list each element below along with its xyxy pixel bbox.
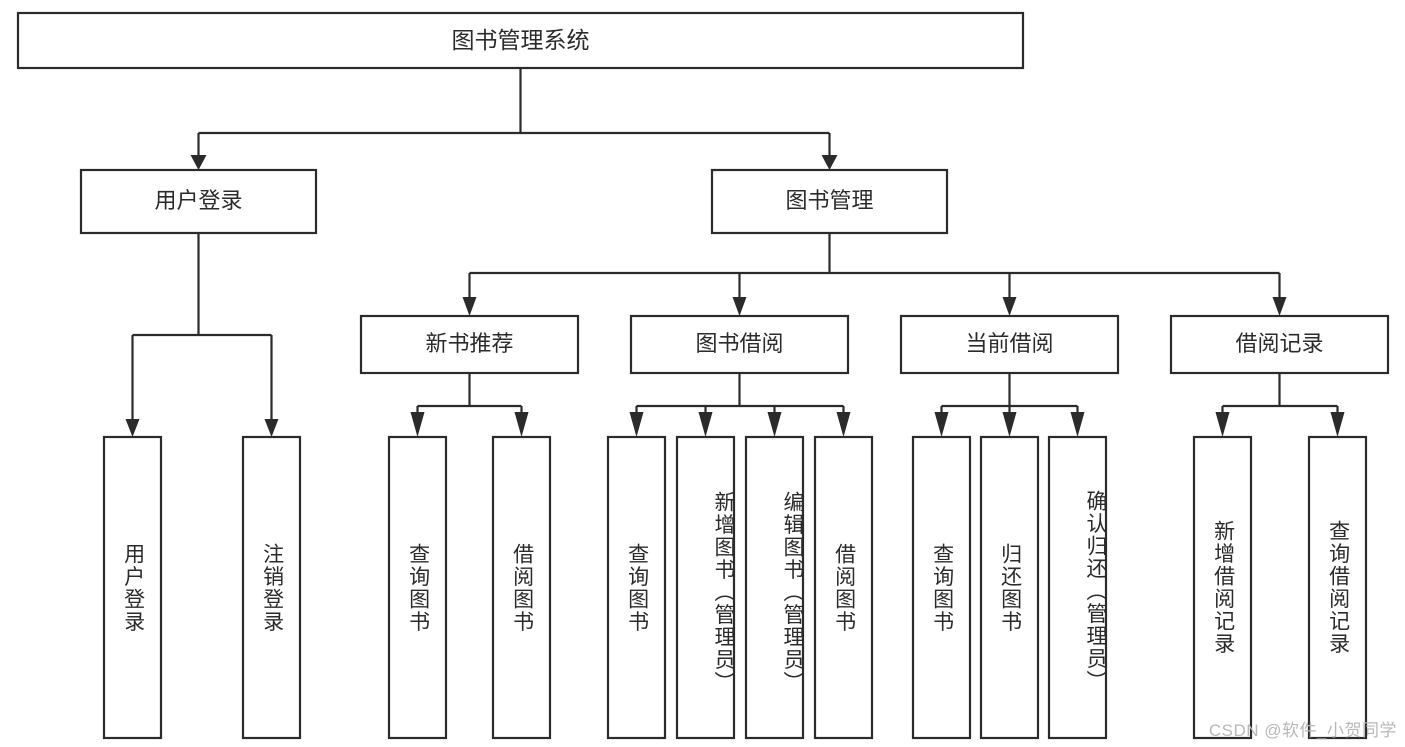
- node-new-book-label: 新书推荐: [425, 331, 513, 356]
- node-book-manage-rect[interactable]: [710, 168, 949, 235]
- arrow-head-leaf-new-book-1: [410, 412, 425, 437]
- arrow-head-leaf-current-borrow-1: [934, 412, 949, 437]
- arrow-head-book-borrow: [732, 297, 747, 316]
- node-root-label: 图书管理系统: [452, 27, 590, 53]
- node-layer: 图书管理系统 用户登录 图书管理 新书推荐 图书借阅 当前: [16, 11, 1390, 740]
- arrow-head-leaf-book-borrow-1: [629, 412, 644, 437]
- leaf-rect-user-login-2[interactable]: [241, 435, 302, 740]
- leaf-rect-book-borrow-1[interactable]: [606, 435, 667, 740]
- node-book-manage-label: 图书管理: [785, 188, 873, 213]
- arrow-head-leaf-borrow-record-1: [1215, 412, 1230, 437]
- arrow-head-leaf-book-borrow-4: [836, 412, 851, 437]
- node-root-rect[interactable]: [16, 11, 1025, 70]
- leaf-rect-user-login-1[interactable]: [102, 435, 163, 740]
- node-user-login-label: 用户登录: [154, 188, 242, 213]
- node-user-login[interactable]: 用户登录: [79, 168, 318, 235]
- arrow-head-borrow-record: [1272, 297, 1287, 316]
- node-book-manage[interactable]: 图书管理: [710, 168, 949, 235]
- node-root[interactable]: 图书管理系统: [16, 11, 1025, 70]
- node-book-borrow-rect[interactable]: [629, 314, 850, 375]
- leaf-rect-current-borrow-2[interactable]: [979, 435, 1040, 740]
- leaf-rect-current-borrow-1[interactable]: [911, 435, 972, 740]
- node-current-borrow-label: 当前借阅: [965, 331, 1053, 356]
- node-borrow-record-label: 借阅记录: [1235, 331, 1323, 356]
- arrow-head-leaf-current-borrow-3: [1070, 412, 1085, 437]
- leaf-rect-borrow-record-2[interactable]: [1307, 435, 1368, 740]
- arrow-head-user-login: [190, 155, 207, 170]
- arrow-head-leaf-borrow-record-2: [1330, 412, 1345, 437]
- node-new-book-rect[interactable]: [359, 314, 580, 375]
- watermark-text: CSDN @软件_小贺同学: [1208, 721, 1397, 740]
- leaf-rect-book-borrow-2[interactable]: [675, 435, 736, 740]
- node-book-borrow-label: 图书借阅: [695, 331, 783, 356]
- leaf-rect-book-borrow-4[interactable]: [813, 435, 874, 740]
- arrow-head-current-borrow: [1002, 297, 1017, 316]
- connector-layer: [125, 68, 1345, 437]
- leaf-rect-book-borrow-3[interactable]: [744, 435, 805, 740]
- node-borrow-record-rect[interactable]: [1169, 314, 1390, 375]
- leaf-rect-new-book-1[interactable]: [387, 435, 448, 740]
- node-current-borrow-rect[interactable]: [899, 314, 1120, 375]
- arrow-head-leaf-new-book-2: [514, 412, 529, 437]
- arrow-head-leaf-user-login-1: [125, 419, 140, 437]
- arrow-head-book-manage: [821, 155, 838, 170]
- node-user-login-rect[interactable]: [79, 168, 318, 235]
- arrow-head-leaf-book-borrow-2: [698, 412, 713, 437]
- node-current-borrow[interactable]: 当前借阅: [899, 314, 1120, 375]
- arrow-head-leaf-user-login-2: [264, 419, 279, 437]
- leaf-rect-new-book-2[interactable]: [491, 435, 552, 740]
- leaf-rect-current-borrow-3[interactable]: [1047, 435, 1108, 740]
- arrow-head-leaf-current-borrow-2: [1002, 412, 1017, 437]
- leaf-rect-borrow-record-1[interactable]: [1192, 435, 1253, 740]
- node-book-borrow[interactable]: 图书借阅: [629, 314, 850, 375]
- node-borrow-record[interactable]: 借阅记录: [1169, 314, 1390, 375]
- arrow-head-new-book: [462, 297, 477, 316]
- node-new-book[interactable]: 新书推荐: [359, 314, 580, 375]
- arrow-head-leaf-book-borrow-3: [767, 412, 782, 437]
